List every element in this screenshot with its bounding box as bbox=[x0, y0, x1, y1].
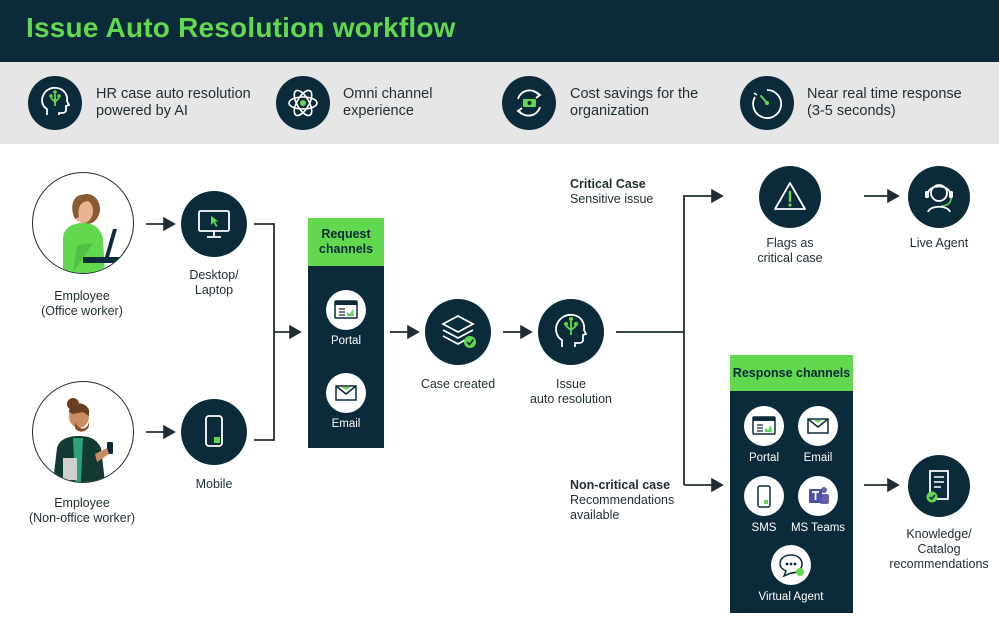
benefit-cost-line1: Cost savings for the bbox=[570, 86, 699, 102]
layers-check-icon bbox=[425, 299, 491, 365]
ai-head-icon bbox=[28, 76, 82, 130]
portal-icon bbox=[326, 290, 366, 330]
benefit-response-line1: Near real time response bbox=[807, 86, 962, 102]
nonoffice-worker-line1: Employee bbox=[54, 496, 110, 510]
cost-savings-icon bbox=[502, 76, 556, 130]
benefit-response-line2: (3-5 seconds) bbox=[807, 103, 896, 119]
response-email-icon bbox=[798, 406, 838, 446]
stopwatch-icon bbox=[740, 76, 794, 130]
flags-critical-line1: Flags as bbox=[766, 236, 814, 250]
knowledge-doc-icon bbox=[908, 455, 970, 517]
office-worker-avatar bbox=[32, 172, 134, 274]
flags-critical-line2: critical case bbox=[757, 251, 823, 265]
office-worker-line2: (Office worker) bbox=[41, 304, 123, 318]
headset-agent-icon bbox=[908, 166, 970, 228]
benefit-omni-line2: experience bbox=[343, 103, 414, 119]
response-email-label: Email bbox=[803, 452, 833, 464]
nonoffice-worker-avatar bbox=[32, 381, 134, 483]
critical-case-subtitle: Sensitive issue bbox=[570, 192, 654, 206]
arrow-to-critical bbox=[683, 188, 724, 485]
desktop-line1: Desktop/ bbox=[189, 268, 239, 282]
mobile-label: Mobile bbox=[195, 477, 233, 491]
live-agent-label: Live Agent bbox=[909, 236, 969, 250]
nonoffice-worker-label: Employee (Non-office worker) bbox=[22, 496, 142, 526]
devices-merge-line bbox=[254, 223, 275, 441]
flags-critical-label: Flags as critical case bbox=[740, 236, 840, 266]
warning-icon bbox=[759, 166, 821, 228]
response-portal-label: Portal bbox=[748, 452, 780, 464]
benefit-ai-line2: powered by AI bbox=[96, 103, 188, 119]
desktop-label: Desktop/ Laptop bbox=[164, 268, 264, 298]
request-channels-title-line2: channels bbox=[318, 242, 374, 256]
knowledge-line2: Catalog bbox=[917, 542, 961, 556]
desktop-line2: Laptop bbox=[194, 283, 234, 297]
noncritical-case-label: Non-critical case Recommendations availa… bbox=[570, 478, 674, 523]
noncritical-case-line2: Recommendations bbox=[570, 493, 675, 507]
response-portal-icon bbox=[744, 406, 784, 446]
benefit-omni-line1: Omni channel bbox=[343, 86, 433, 102]
request-portal-label: Portal bbox=[330, 335, 362, 347]
ms-teams-icon bbox=[798, 476, 838, 516]
knowledge-label: Knowledge/ Catalog recommendations bbox=[879, 527, 999, 572]
critical-case-title: Critical Case bbox=[570, 177, 646, 191]
office-worker-line1: Employee bbox=[54, 289, 110, 303]
title-bar: Issue Auto Resolution workflow bbox=[0, 0, 999, 62]
knowledge-line1: Knowledge/ bbox=[906, 527, 972, 541]
benefits-band: HR case auto resolution powered by AI Om… bbox=[0, 62, 999, 144]
email-icon bbox=[326, 373, 366, 413]
request-channels-panel: Request channels Portal Email bbox=[308, 218, 384, 448]
critical-case-label: Critical Case Sensitive issue bbox=[570, 177, 653, 207]
request-channels-title: Request channels bbox=[308, 218, 384, 266]
benefit-cost-line2: organization bbox=[570, 103, 649, 119]
benefit-ai: HR case auto resolution powered by AI bbox=[96, 86, 251, 120]
benefit-response: Near real time response (3-5 seconds) bbox=[807, 86, 962, 120]
request-channels-title-line1: Request bbox=[321, 227, 371, 241]
atom-icon bbox=[276, 76, 330, 130]
mobile-phone-icon bbox=[181, 399, 247, 465]
request-email-label: Email bbox=[331, 418, 361, 430]
case-created-label: Case created bbox=[420, 377, 496, 391]
nonoffice-worker-line2: (Non-office worker) bbox=[28, 511, 136, 525]
response-virtual-agent-label: Virtual Agent bbox=[758, 591, 824, 603]
virtual-agent-chat-icon bbox=[771, 545, 811, 585]
benefit-omni: Omni channel experience bbox=[343, 86, 432, 120]
ai-resolution-icon bbox=[538, 299, 604, 365]
sms-phone-icon bbox=[744, 476, 784, 516]
response-sms-label: SMS bbox=[751, 522, 777, 534]
office-worker-label: Employee (Office worker) bbox=[22, 289, 142, 319]
noncritical-case-title: Non-critical case bbox=[570, 478, 671, 492]
benefit-cost: Cost savings for the organization bbox=[570, 86, 698, 120]
response-msteams-label: MS Teams bbox=[790, 522, 846, 534]
issue-resolution-label: Issue auto resolution bbox=[518, 377, 624, 407]
desktop-icon bbox=[181, 191, 247, 257]
response-channels-title: Response channels bbox=[730, 355, 853, 391]
benefit-ai-line1: HR case auto resolution bbox=[96, 86, 251, 102]
issue-resolution-line2: auto resolution bbox=[529, 392, 612, 406]
knowledge-line3: recommendations bbox=[889, 557, 989, 571]
noncritical-case-line3: available bbox=[570, 508, 620, 522]
response-channels-panel: Response channels Portal Email SMS bbox=[730, 355, 853, 613]
page-title: Issue Auto Resolution workflow bbox=[26, 12, 456, 43]
issue-resolution-line1: Issue bbox=[556, 377, 586, 391]
